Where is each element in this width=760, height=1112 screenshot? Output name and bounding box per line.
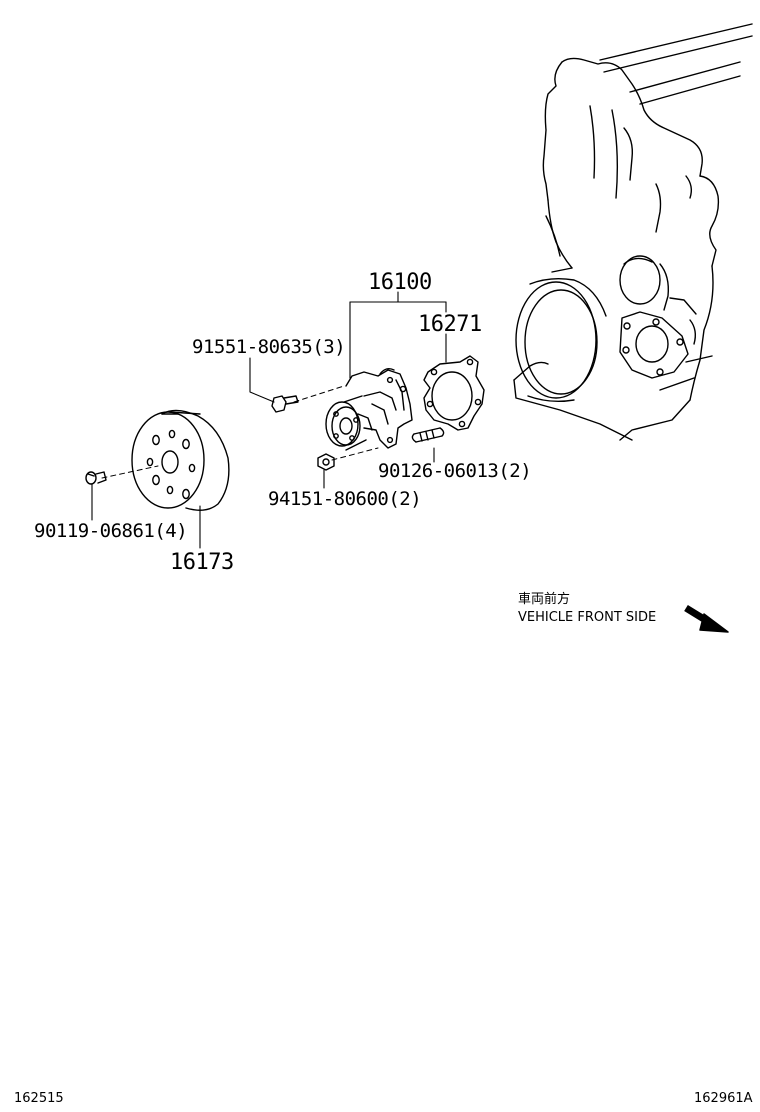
callout-91551-80635: 91551-80635(3): [192, 336, 346, 358]
nut-94151: [317, 453, 335, 471]
footer-right-code: 162961A: [694, 1091, 753, 1106]
stud-90126: [411, 427, 445, 443]
gasket-16271: [423, 355, 485, 431]
leader-lines: [91, 291, 447, 549]
arrow-down-right-icon: [684, 605, 729, 633]
vehicle-front-label-jp: 車両前方: [518, 592, 571, 607]
bolt-90119: [85, 471, 107, 485]
pulley-16173: [131, 409, 230, 511]
assembly-dashed-lines: [101, 385, 379, 479]
water-pump-16100: [325, 367, 413, 451]
callout-90119-06861: 90119-06861(4): [34, 520, 188, 542]
callout-16100: 16100: [368, 270, 432, 295]
callout-16173: 16173: [170, 550, 234, 575]
footer-left-code: 162515: [14, 1091, 64, 1106]
vehicle-front-label-en: VEHICLE FRONT SIDE: [518, 610, 657, 625]
bolt-91551: [271, 395, 299, 413]
engine-block-outline: [513, 23, 753, 441]
callout-16271: 16271: [418, 312, 482, 337]
callout-94151-80600: 94151-80600(2): [268, 488, 422, 510]
callout-90126-06013: 90126-06013(2): [378, 460, 532, 482]
